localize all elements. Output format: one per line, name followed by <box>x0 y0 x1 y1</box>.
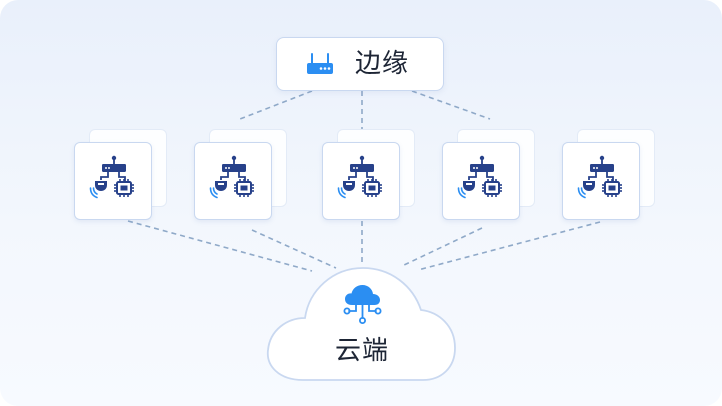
edge-connector <box>239 90 313 120</box>
device-card <box>74 142 152 220</box>
device-card <box>194 142 272 220</box>
cloud-shape <box>267 267 456 381</box>
edge-device-card <box>322 129 415 234</box>
edge-device-icon <box>209 155 255 199</box>
edge-device-icon <box>457 155 503 199</box>
edge-device-icon <box>89 155 135 199</box>
device-card <box>442 142 520 220</box>
edge-connector <box>411 90 491 120</box>
cloud-connector <box>417 221 601 271</box>
edge-device-card <box>562 129 655 234</box>
cloud-network-icon <box>343 285 382 325</box>
edge-device-card <box>442 129 535 234</box>
device-card <box>322 142 400 220</box>
cloud-connector <box>127 220 313 272</box>
cloud-node: 云端 <box>263 262 461 384</box>
router-icon <box>307 53 333 74</box>
cloud-connector <box>251 229 337 269</box>
cloud-label: 云端 <box>334 336 389 366</box>
edge-device-icon <box>337 155 383 199</box>
edge-device-icon <box>577 155 623 199</box>
edge-node: 边缘 <box>276 37 444 91</box>
edge-device-card <box>74 129 167 234</box>
edge-device-card <box>194 129 287 234</box>
cloud-connector <box>401 227 483 267</box>
edge-label: 边缘 <box>355 49 410 79</box>
device-card <box>562 142 640 220</box>
